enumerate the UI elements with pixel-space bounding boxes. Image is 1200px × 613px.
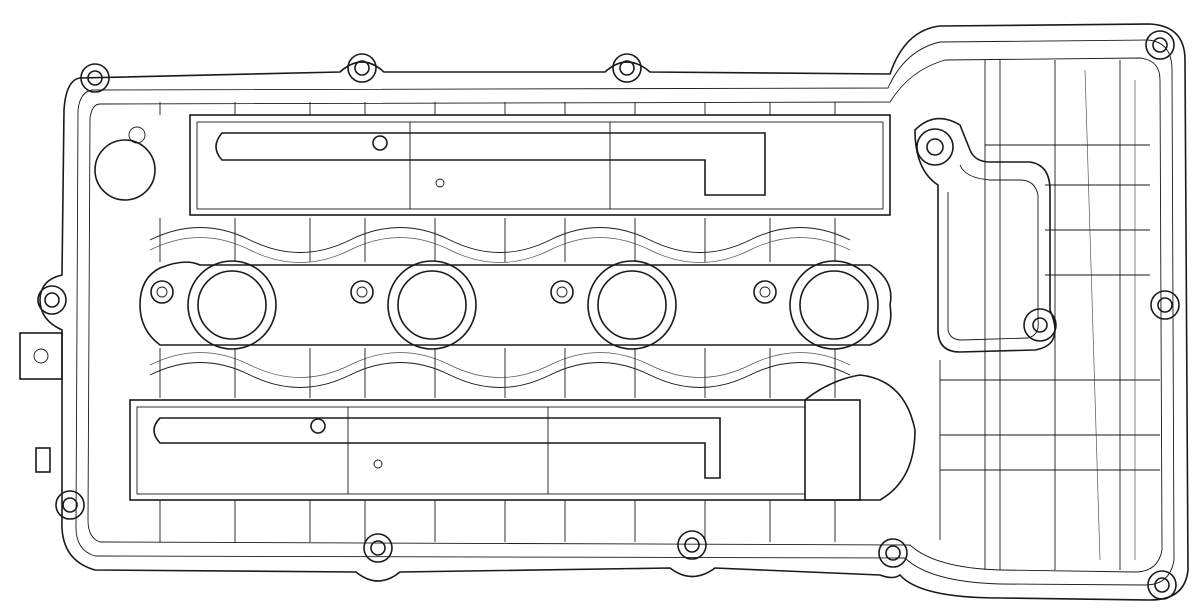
bolt-hole (80, 63, 110, 93)
top-left-port-pin (128, 126, 146, 144)
top-baffle-slot (215, 132, 766, 196)
spark-plug-bore (187, 260, 277, 350)
left-stud (35, 447, 51, 473)
outer-flange-outline (39, 23, 1189, 601)
inner-flange-outline (75, 39, 1175, 586)
left-tab-hole (33, 348, 49, 364)
separator-inner (947, 164, 1039, 341)
bolt-holes (37, 30, 1180, 600)
bolt-hole (363, 533, 393, 563)
bolt-hole (347, 53, 377, 83)
stiffening-ribs (159, 102, 836, 542)
spark-plug-bores (187, 260, 879, 350)
bolt-hole (37, 285, 67, 315)
bolt-hole (55, 490, 85, 520)
spine-bolt-holes (150, 280, 777, 304)
spark-plug-bore (789, 260, 879, 350)
top-baffle-rivet (372, 135, 388, 151)
bottom-baffle (129, 399, 861, 501)
bottom-right-dome (804, 374, 916, 501)
right-ribs (939, 60, 1160, 570)
bolt-hole (1147, 570, 1177, 600)
bolt-hole (612, 53, 642, 83)
left-tab (19, 332, 63, 380)
spark-plug-bore (587, 260, 677, 350)
bottom-baffle-rivet (310, 418, 326, 434)
bolt-hole (1150, 290, 1180, 320)
bolt-hole (878, 538, 908, 568)
inner-wall (87, 57, 1163, 573)
spark-plug-bore (387, 260, 477, 350)
lower-wave-rib (149, 362, 851, 388)
bolt-hole (916, 128, 954, 166)
bolt-hole (1145, 30, 1175, 60)
top-baffle-inner (196, 121, 884, 210)
top-baffle (189, 114, 891, 216)
top-left-port (94, 139, 156, 201)
upper-wave-rib (149, 227, 851, 253)
bolt-hole (1023, 308, 1057, 342)
top-baffle-hole (435, 178, 445, 188)
bottom-baffle-slot (153, 417, 721, 479)
separator-chamber (914, 117, 1056, 353)
bottom-baffle-hole (373, 459, 383, 469)
spark-plug-spine (139, 261, 892, 346)
bolt-hole (677, 530, 707, 560)
